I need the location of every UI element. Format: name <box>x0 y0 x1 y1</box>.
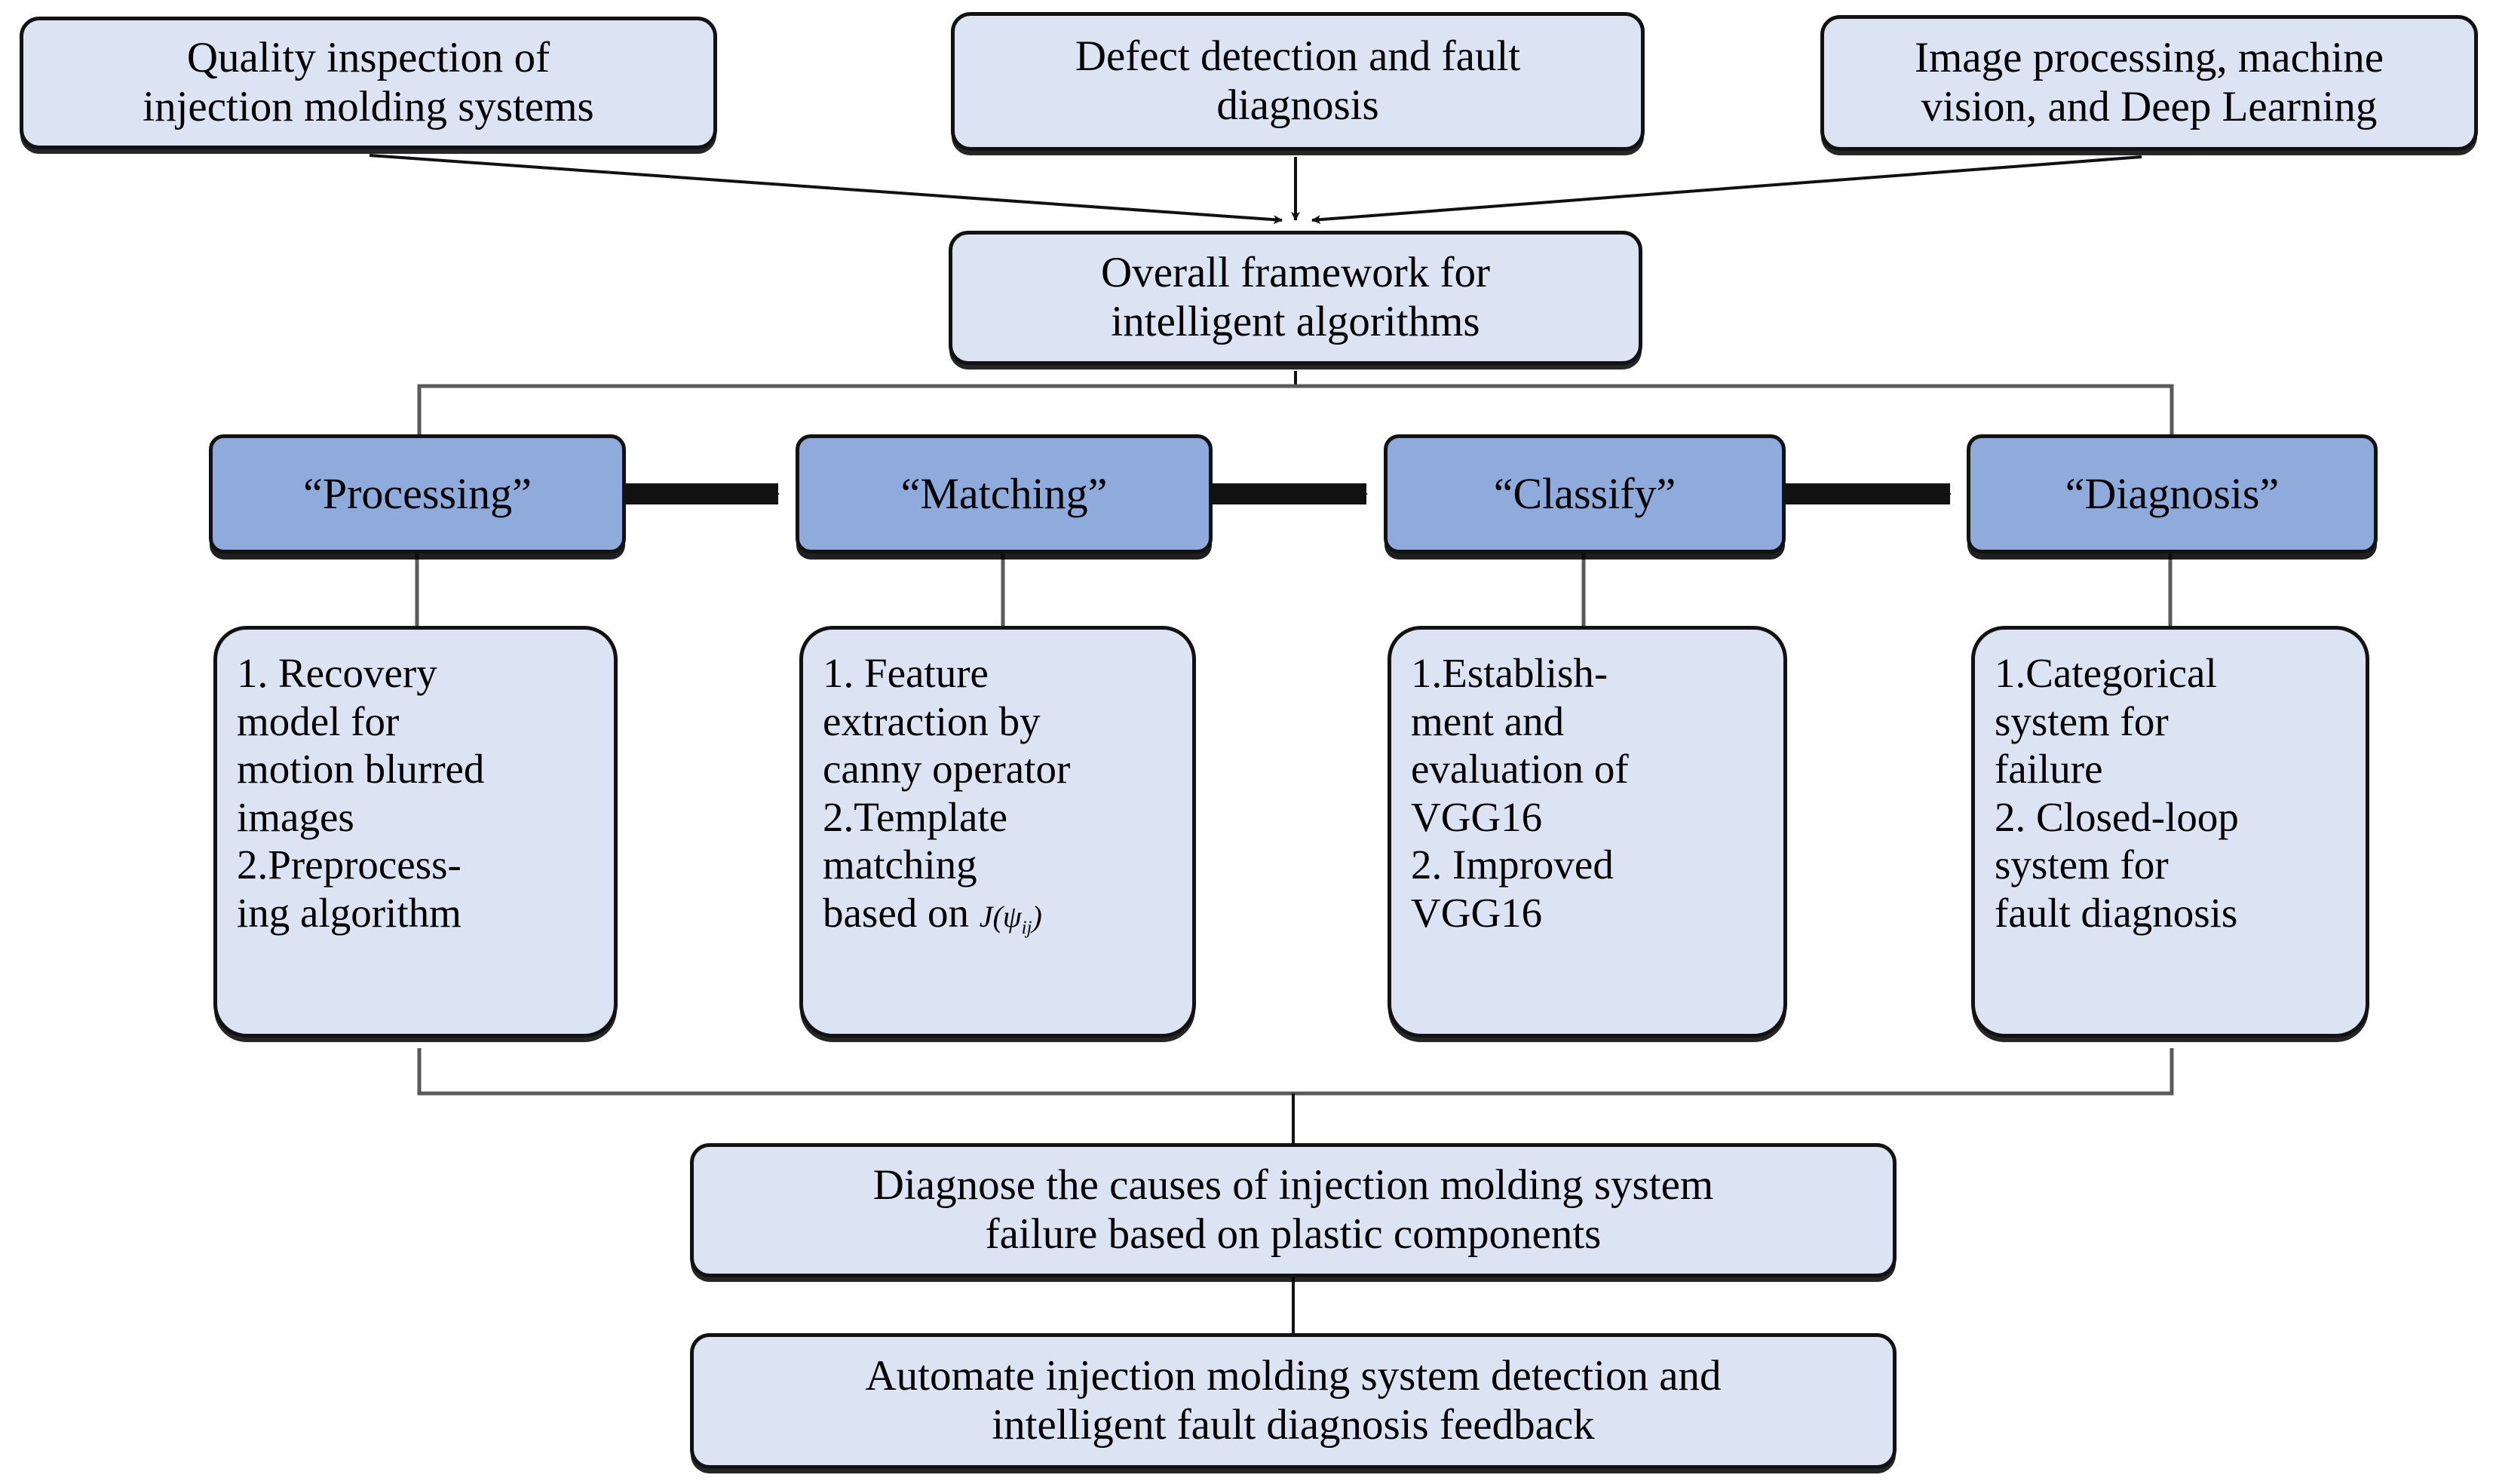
source-node-image-processing[interactable]: Image processing, machine vision, and De… <box>1820 15 2478 151</box>
detail-node-matching[interactable]: 1. Feature extraction by canny operator … <box>799 626 1196 1038</box>
stage-node-classify[interactable]: “Classify” <box>1384 434 1786 553</box>
detail-node-processing[interactable]: 1. Recovery model for motion blurred ima… <box>213 626 618 1038</box>
detail-node-diagnosis[interactable]: 1.Categorical system for failure 2. Clos… <box>1971 626 2369 1038</box>
math-close-paren: ) <box>1032 899 1042 934</box>
upper-bracket <box>417 384 2174 422</box>
math-subscript: ij <box>1021 917 1032 938</box>
detail-text: 1. Feature extraction by canny operator … <box>823 649 1185 939</box>
math-function: J <box>979 899 993 934</box>
stage-label: “Diagnosis” <box>2065 468 2280 518</box>
lower-bracket <box>417 1048 2174 1096</box>
outcome-node-automate-detection[interactable]: Automate injection molding system detect… <box>690 1333 1897 1469</box>
source-node-quality-inspection[interactable]: Quality inspection of injection molding … <box>20 17 717 149</box>
source-node-defect-detection[interactable]: Defect detection and fault diagnosis <box>951 12 1645 151</box>
edge-image-to-framework <box>1311 155 2142 225</box>
stage-label: “Processing” <box>303 468 532 518</box>
math-variable: ψ <box>1002 899 1022 934</box>
source-label: Defect detection and fault diagnosis <box>1075 32 1521 129</box>
stage-node-matching[interactable]: “Matching” <box>796 434 1213 553</box>
detail-text: 1.Categorical system for failure 2. Clos… <box>1995 650 2239 936</box>
detail-text: 1.Establish- ment and evaluation of VGG1… <box>1411 650 1629 936</box>
overall-framework-node[interactable]: Overall framework for intelligent algori… <box>949 231 1642 365</box>
framework-label: Overall framework for intelligent algori… <box>1101 249 1490 345</box>
detail-text: 1. Recovery model for motion blurred ima… <box>237 650 485 936</box>
source-label: Image processing, machine vision, and De… <box>1914 34 2384 130</box>
stage-label: “Classify” <box>1493 468 1676 518</box>
source-label: Quality inspection of injection molding … <box>143 34 594 130</box>
math-open-paren: ( <box>992 899 1003 934</box>
stage-label: “Matching” <box>900 468 1108 518</box>
edge-quality-to-framework <box>369 154 1283 225</box>
outcome-label: Automate injection molding system detect… <box>865 1352 1722 1449</box>
detail-text-body: 1. Feature extraction by canny operator … <box>823 650 1071 936</box>
outcome-node-diagnose-causes[interactable]: Diagnose the causes of injection molding… <box>690 1143 1897 1277</box>
detail-node-classify[interactable]: 1.Establish- ment and evaluation of VGG1… <box>1388 626 1787 1038</box>
math-expression-J-psi-ij: J(ψij) <box>979 899 1042 938</box>
stage-node-processing[interactable]: “Processing” <box>209 434 626 553</box>
outcome-label: Diagnose the causes of injection molding… <box>872 1161 1714 1258</box>
stage-node-diagnosis[interactable]: “Diagnosis” <box>1967 434 2378 553</box>
